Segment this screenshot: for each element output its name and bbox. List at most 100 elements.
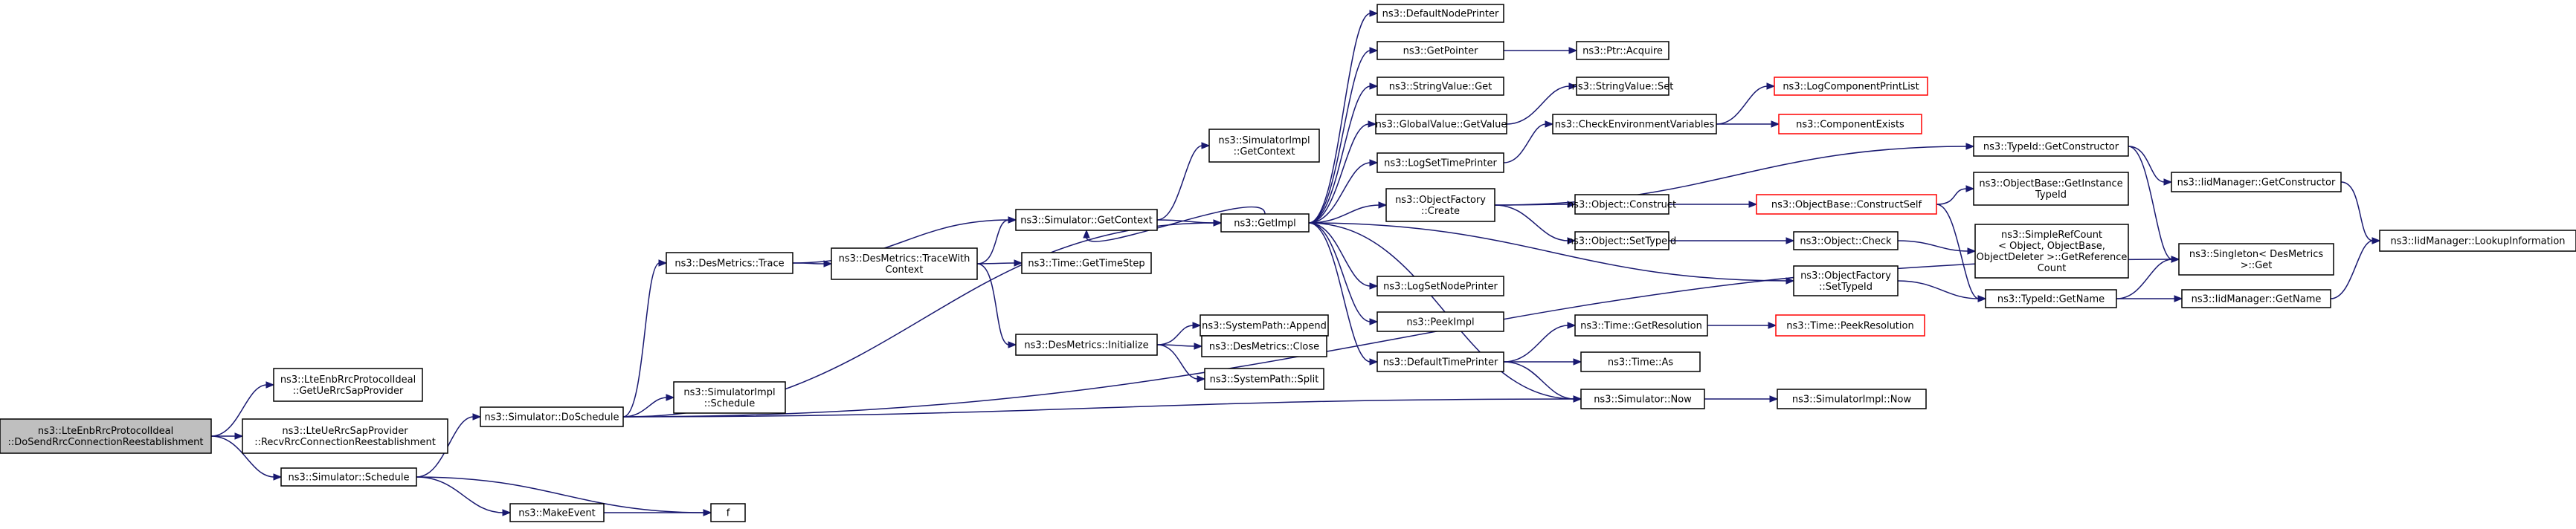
node-global-value-get-value[interactable]: ns3::GlobalValue::GetValue: [1375, 114, 1507, 134]
node-sys-split[interactable]: ns3::SystemPath::Split: [1204, 368, 1324, 390]
node-box: [1376, 152, 1504, 173]
node-default-node-printer[interactable]: ns3::DefaultNodePrinter: [1376, 4, 1504, 23]
node-time-get-time-step[interactable]: ns3::Time::GetTimeStep: [1021, 252, 1152, 274]
node-sys-append[interactable]: ns3::SystemPath::Append: [1200, 314, 1329, 337]
node-log-comp-print-list[interactable]: ns3::LogComponentPrintList: [1774, 77, 1928, 96]
node-label: ns3::ComponentExists: [1796, 120, 1904, 131]
node-label: Context: [886, 264, 924, 276]
node-sim-now[interactable]: ns3::Simulator::Now: [1580, 389, 1705, 409]
node-component-exists[interactable]: ns3::ComponentExists: [1778, 114, 1922, 134]
edge-getImpl-to-stringValueGet: [1308, 82, 1379, 224]
node-root[interactable]: ns3::LteEnbRrcProtocolIdeal::DoSendRrcCo…: [0, 418, 212, 454]
node-string-value-set[interactable]: ns3::StringValue::Set: [1572, 77, 1674, 96]
node-box: [1576, 41, 1669, 60]
node-iid-get-name[interactable]: ns3::IidManager::GetName: [2181, 289, 2331, 308]
node-label: ::SetTypeId: [1819, 282, 1873, 293]
node-sim-get-context[interactable]: ns3::Simulator::GetContext: [1015, 209, 1158, 231]
node-object-set-type-id[interactable]: ns3::Object::SetTypeId: [1568, 231, 1676, 250]
edge-getImpl-to-defaultNodePrinter: [1308, 10, 1379, 224]
node-box: [1201, 335, 1327, 357]
node-get-ue-rrc-sap[interactable]: ns3::LteEnbRrcProtocolIdeal::GetUeRrcSap…: [273, 368, 423, 402]
node-label: ns3::Ptr::Acquire: [1582, 46, 1663, 57]
node-iid-lookup-info[interactable]: ns3::IidManager::LookupInformation: [2379, 230, 2576, 252]
node-obj-factory-set-type-id[interactable]: ns3::ObjectFactory::SetTypeId: [1793, 265, 1899, 296]
node-default-time-printer[interactable]: ns3::DefaultTimePrinter: [1376, 351, 1504, 372]
node-label: ns3::LteEnbRrcProtocolIdeal: [38, 426, 173, 437]
node-do-schedule[interactable]: ns3::Simulator::DoSchedule: [480, 406, 624, 427]
edge-defaultTimePrinter-to-timeGetResolution: [1503, 322, 1577, 363]
node-recv-rrc[interactable]: ns3::LteUeRrcSapProvider::RecvRrcConnect…: [242, 418, 448, 454]
node-label: ns3::DesMetrics::Trace: [674, 259, 784, 270]
node-get-pointer[interactable]: ns3::GetPointer: [1376, 41, 1504, 60]
edge-traceWith-to-simGetContext: [976, 216, 1017, 264]
edge-getImpl-to-logSetNodePrinter: [1308, 222, 1379, 290]
edge-getImpl-to-getPointer: [1308, 47, 1379, 224]
node-label: ns3::SimulatorImpl::Now: [1792, 395, 1912, 406]
node-f[interactable]: f: [710, 503, 746, 522]
node-label: ns3::TypeId::GetName: [1997, 294, 2105, 305]
node-label: ::Create: [1421, 206, 1460, 217]
edge-globalValueGetValue-to-stringValueSet: [1506, 82, 1578, 125]
edge-getImpl-to-objFactorySetTypeId: [1308, 222, 1795, 285]
node-log-set-time-printer[interactable]: ns3::LogSetTimePrinter: [1376, 152, 1504, 173]
edge-objectSetTypeId-to-objectCheck: [1669, 237, 1795, 244]
node-sim-impl-now[interactable]: ns3::SimulatorImpl::Now: [1777, 389, 1927, 409]
node-iid-get-constructor[interactable]: ns3::IidManager::GetConstructor: [2171, 172, 2342, 192]
node-type-id-get-name[interactable]: ns3::TypeId::GetName: [1985, 289, 2117, 308]
node-label: >::Get: [2241, 260, 2273, 271]
node-label: ns3::GetPointer: [1403, 46, 1478, 57]
node-obj-factory-create[interactable]: ns3::ObjectFactory::Create: [1385, 188, 1495, 222]
node-label: TypeId: [2035, 189, 2067, 201]
node-box: [2181, 289, 2331, 308]
edge-getImpl-to-simGetContext: [1083, 206, 1266, 242]
node-check-env-vars[interactable]: ns3::CheckEnvironmentVariables: [1552, 114, 1717, 134]
edge-getPointer-to-ptrAcquire: [1504, 47, 1578, 54]
node-peek-impl[interactable]: ns3::PeekImpl: [1376, 311, 1504, 332]
node-box: [1552, 114, 1717, 134]
node-label: ns3::CheckEnvironmentVariables: [1555, 120, 1715, 131]
edge-doSchedule-to-simImplSchedule: [622, 394, 675, 418]
node-box: [0, 418, 212, 454]
node-singleton-get[interactable]: ns3::Singleton< DesMetrics>::Get: [2178, 243, 2334, 276]
node-label: ns3::GlobalValue::GetValue: [1376, 120, 1507, 131]
node-make-event[interactable]: ns3::MakeEvent: [509, 503, 605, 522]
node-get-impl[interactable]: ns3::GetImpl: [1220, 213, 1310, 233]
node-sim-impl-schedule[interactable]: ns3::SimulatorImpl::Schedule: [673, 381, 786, 414]
node-schedule[interactable]: ns3::Simulator::Schedule: [280, 467, 417, 487]
node-log-set-node-printer[interactable]: ns3::LogSetNodePrinter: [1376, 276, 1504, 296]
node-time-as[interactable]: ns3::Time::As: [1580, 351, 1701, 372]
node-label: ns3::LteEnbRrcProtocolIdeal: [280, 374, 416, 386]
node-box: [1376, 351, 1504, 372]
node-string-value-get[interactable]: ns3::StringValue::Get: [1376, 77, 1504, 96]
node-label: ns3::DesMetrics::TraceWith: [839, 253, 970, 264]
node-label: ns3::DesMetrics::Initialize: [1024, 340, 1148, 351]
node-time-peek-resolution[interactable]: ns3::Time::PeekResolution: [1775, 314, 1925, 337]
edge-getImpl-to-logSetTimePrinter: [1308, 159, 1379, 224]
node-type-id-get-constructor[interactable]: ns3::TypeId::GetConstructor: [1973, 136, 2129, 157]
node-label: ns3::SystemPath::Append: [1202, 321, 1327, 332]
edge-getImpl-to-peekImpl: [1308, 222, 1379, 325]
node-box: [831, 247, 978, 280]
node-trace[interactable]: ns3::DesMetrics::Trace: [666, 252, 793, 274]
edge-objFactorySetTypeId-to-typeIdGetName: [1897, 280, 1987, 302]
node-obj-base-construct-self[interactable]: ns3::ObjectBase::ConstructSelf: [1756, 194, 1937, 215]
node-object-construct[interactable]: ns3::Object::Construct: [1568, 194, 1676, 215]
node-box: [1200, 314, 1329, 337]
node-des-init[interactable]: ns3::DesMetrics::Initialize: [1015, 334, 1158, 356]
node-box: [1021, 252, 1152, 274]
node-box: [1973, 172, 2129, 206]
node-label: ns3::DesMetrics::Close: [1209, 342, 1319, 353]
node-ptr-acquire[interactable]: ns3::Ptr::Acquire: [1576, 41, 1669, 60]
node-label: ns3::Time::GetResolution: [1580, 321, 1702, 332]
node-simple-ref-count[interactable]: ns3::SimpleRefCount< Object, ObjectBase,…: [1974, 224, 2129, 279]
node-label: f: [727, 508, 730, 519]
edge-doSchedule-to-trace: [622, 259, 668, 418]
node-sim-impl-get-context[interactable]: ns3::SimulatorImpl::GetContext: [1208, 129, 1320, 163]
node-des-close[interactable]: ns3::DesMetrics::Close: [1201, 335, 1327, 357]
node-object-check[interactable]: ns3::Object::Check: [1793, 231, 1899, 250]
node-time-get-resolution[interactable]: ns3::Time::GetResolution: [1574, 314, 1708, 337]
edge-root-to-schedule: [210, 435, 283, 481]
edge-simNow-to-simImplNow: [1704, 395, 1779, 403]
